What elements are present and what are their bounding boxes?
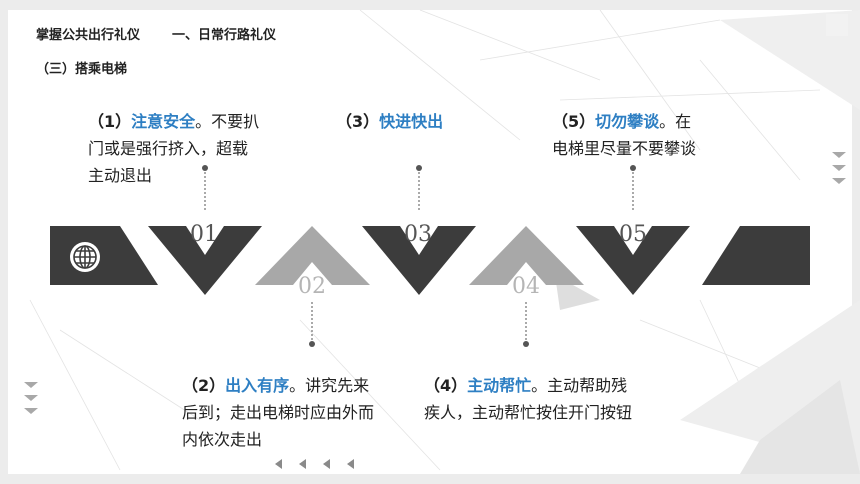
chevron-02 [255, 226, 370, 285]
chevron-05 [576, 226, 690, 295]
end-block [702, 226, 810, 285]
step-text-line: 内依次走出 [182, 430, 263, 449]
step-paren: （5） [552, 112, 596, 131]
step-note-1: （1）注意安全。不要扒 门或是强行挤入，超载 主动退出 [88, 108, 298, 189]
chevron-01 [148, 226, 262, 295]
chevron-04 [469, 226, 584, 285]
step-text-line: 主动退出 [88, 166, 153, 185]
step-number-05: 05 [619, 222, 647, 247]
step-paren: （3） [336, 112, 380, 131]
step-paren: （4） [424, 376, 468, 395]
step-text-start: 。在 [659, 112, 692, 131]
page-subtitle: （三）搭乘电梯 [36, 62, 128, 77]
step-paren: （2） [182, 376, 226, 395]
step-text-start: 。讲究先来 [289, 376, 370, 395]
step-number-01: 01 [190, 222, 218, 247]
header-section-title: 掌握公共出行礼仪 [36, 28, 141, 43]
step-title: 出入有序 [225, 376, 290, 395]
step-number-03: 03 [404, 222, 432, 247]
step-paren: （1） [88, 112, 132, 131]
step-text-line: 疾人，主动帮忙按住开门按钮 [424, 403, 633, 422]
step-text-start: 。主动帮助残 [531, 376, 628, 395]
step-text-line: 后到；走出电梯时应由外而 [182, 403, 375, 422]
step-note-2: （2）出入有序。讲究先来 后到；走出电梯时应由外而 内依次走出 [182, 372, 412, 453]
step-text-line: 电梯里尽量不要攀谈 [552, 139, 697, 158]
start-block [50, 226, 158, 285]
step-number-02: 02 [298, 274, 326, 299]
header-chapter-title: 一、日常行路礼仪 [172, 28, 277, 43]
step-title: 切勿攀谈 [595, 112, 660, 131]
globe-icon [70, 242, 100, 272]
step-note-4: （4）主动帮忙。主动帮助残 疾人，主动帮忙按住开门按钮 [424, 372, 674, 426]
step-note-5: （5）切勿攀谈。在 电梯里尽量不要攀谈 [552, 108, 752, 162]
step-note-3: （3）快进快出 [336, 108, 516, 135]
step-text-line: 门或是强行挤入，超载 [88, 139, 249, 158]
step-title: 快进快出 [379, 112, 444, 131]
step-title: 主动帮忙 [467, 376, 532, 395]
chevron-03 [362, 226, 476, 295]
step-number-04: 04 [512, 274, 540, 299]
step-title: 注意安全 [131, 112, 196, 131]
step-text-start: 。不要扒 [195, 112, 260, 131]
